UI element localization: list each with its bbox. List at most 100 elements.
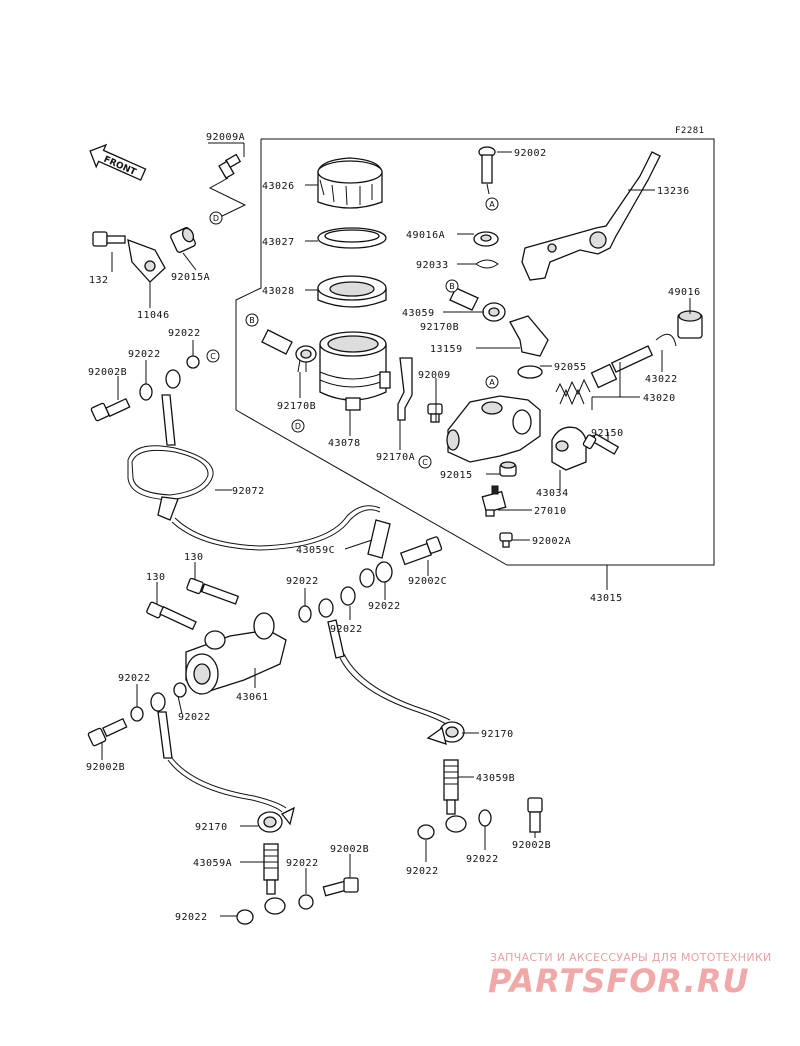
callout-A: A xyxy=(485,375,499,389)
part-92022-washer xyxy=(375,561,393,583)
label-11046: 11046 xyxy=(137,310,170,321)
label-49016: 49016 xyxy=(668,287,701,298)
part-92009-screw xyxy=(427,403,443,423)
label-92009: 92009 xyxy=(418,370,451,381)
hose-fitting xyxy=(161,394,176,446)
part-92022-washer xyxy=(359,568,375,588)
label-92002: 92002 xyxy=(514,148,547,159)
label-92170B: 92170B xyxy=(420,322,459,333)
callout-D: D xyxy=(291,419,305,433)
part-92170-clamp xyxy=(257,806,295,833)
brake-hose-left xyxy=(167,759,283,813)
part-43028-diaphragm-plate xyxy=(317,275,387,308)
part-92022-washer xyxy=(298,894,314,910)
svg-text:A: A xyxy=(489,378,495,387)
label-92022: 92022 xyxy=(178,712,211,723)
part-92170A-bracket xyxy=(397,357,413,421)
label-92022: 92022 xyxy=(330,624,363,635)
part-43059C-hose-end xyxy=(367,519,391,559)
label-92002B: 92002B xyxy=(86,762,125,773)
label-92022: 92022 xyxy=(286,576,319,587)
label-49016A: 49016A xyxy=(406,230,445,241)
label-92022: 92022 xyxy=(175,912,208,923)
label-43059: 43059 xyxy=(402,308,435,319)
part-92002B-banjo-bolt xyxy=(87,717,128,747)
label-132: 132 xyxy=(89,275,109,286)
part-92009A-bolt xyxy=(218,153,242,179)
part-92022-washer xyxy=(130,706,144,722)
part-13236-brake-lever xyxy=(521,151,661,281)
brake-hose-right xyxy=(339,657,447,725)
label-92055: 92055 xyxy=(554,362,587,373)
watermark-brand: PARTSFOR.RU xyxy=(488,962,750,1000)
label-92170: 92170 xyxy=(195,822,228,833)
label-27010: 27010 xyxy=(534,506,567,517)
label-43078: 43078 xyxy=(328,438,361,449)
label-43061: 43061 xyxy=(236,692,269,703)
part-92002C-banjo-bolt xyxy=(399,536,443,566)
svg-text:C: C xyxy=(422,458,428,467)
leader-lines xyxy=(101,151,691,917)
part-92022-washer xyxy=(139,383,153,401)
callout-B: B xyxy=(445,279,459,293)
part-92022-washer xyxy=(165,369,181,389)
label-92033: 92033 xyxy=(416,260,449,271)
label-92022: 92022 xyxy=(368,601,401,612)
label-92150: 92150 xyxy=(591,428,624,439)
part-92002B-banjo-bolt xyxy=(322,877,359,897)
label-92022: 92022 xyxy=(128,349,161,360)
label-92022: 92022 xyxy=(118,673,151,684)
part-43020-piston-assy xyxy=(555,345,654,406)
label-43026: 43026 xyxy=(262,181,295,192)
part-92022-washer xyxy=(340,586,356,606)
callout-C: C xyxy=(418,455,432,469)
hose-fitting xyxy=(327,619,345,659)
part-130-bolt xyxy=(146,601,197,631)
part-130-bolt xyxy=(186,577,240,605)
label-130: 130 xyxy=(146,572,166,583)
part-43061-joint xyxy=(185,612,287,695)
part-92002A-screw xyxy=(499,532,513,548)
part-92022-washer xyxy=(417,824,435,840)
label-92022: 92022 xyxy=(168,328,201,339)
brake-hose-main xyxy=(171,509,381,551)
part-92150-bolt xyxy=(582,433,620,455)
part-43059A-hose-end xyxy=(263,843,286,915)
label-92022: 92022 xyxy=(466,854,499,865)
label-92002C: 92002C xyxy=(408,576,447,587)
label-43059A: 43059A xyxy=(193,858,232,869)
label-43059B: 43059B xyxy=(476,773,515,784)
label-92002A: 92002A xyxy=(532,536,571,547)
label-13236: 13236 xyxy=(657,186,690,197)
callout-B: B xyxy=(245,313,259,327)
assembly-outline xyxy=(235,138,715,566)
part-92015-nut xyxy=(499,461,517,477)
part-labels: 92009A 132 92015A 11046 92022 92022 9200… xyxy=(86,132,701,923)
part-43027-gasket xyxy=(317,227,387,249)
part-132-bolt xyxy=(92,231,126,247)
svg-text:B: B xyxy=(249,316,255,325)
part-27010-switch xyxy=(481,485,507,517)
part-49016-boot xyxy=(677,310,703,339)
part-43026-reservoir-cap xyxy=(317,157,383,209)
part-92022-washer xyxy=(173,682,187,698)
label-92170A: 92170A xyxy=(376,452,415,463)
reservoir-hose xyxy=(261,329,293,355)
label-43022: 43022 xyxy=(645,374,678,385)
part-92002-pivot-bolt xyxy=(478,146,496,195)
label-13159: 13159 xyxy=(430,344,463,355)
label-92022: 92022 xyxy=(286,858,319,869)
label-92022: 92022 xyxy=(406,866,439,877)
part-11046-bracket xyxy=(127,238,166,283)
label-92170B: 92170B xyxy=(277,401,316,412)
part-92055-o-ring xyxy=(517,365,543,379)
part-92072-clamp xyxy=(127,445,214,501)
part-43059B-hose-end xyxy=(443,759,467,833)
banjo-fitting xyxy=(150,692,166,712)
part-92170B-clamp xyxy=(482,302,506,322)
label-43027: 43027 xyxy=(262,237,295,248)
part-92015A-collar xyxy=(170,227,196,253)
label-92002B: 92002B xyxy=(512,840,551,851)
label-92009A: 92009A xyxy=(206,132,245,143)
part-92002B-banjo-bolt xyxy=(527,797,543,833)
